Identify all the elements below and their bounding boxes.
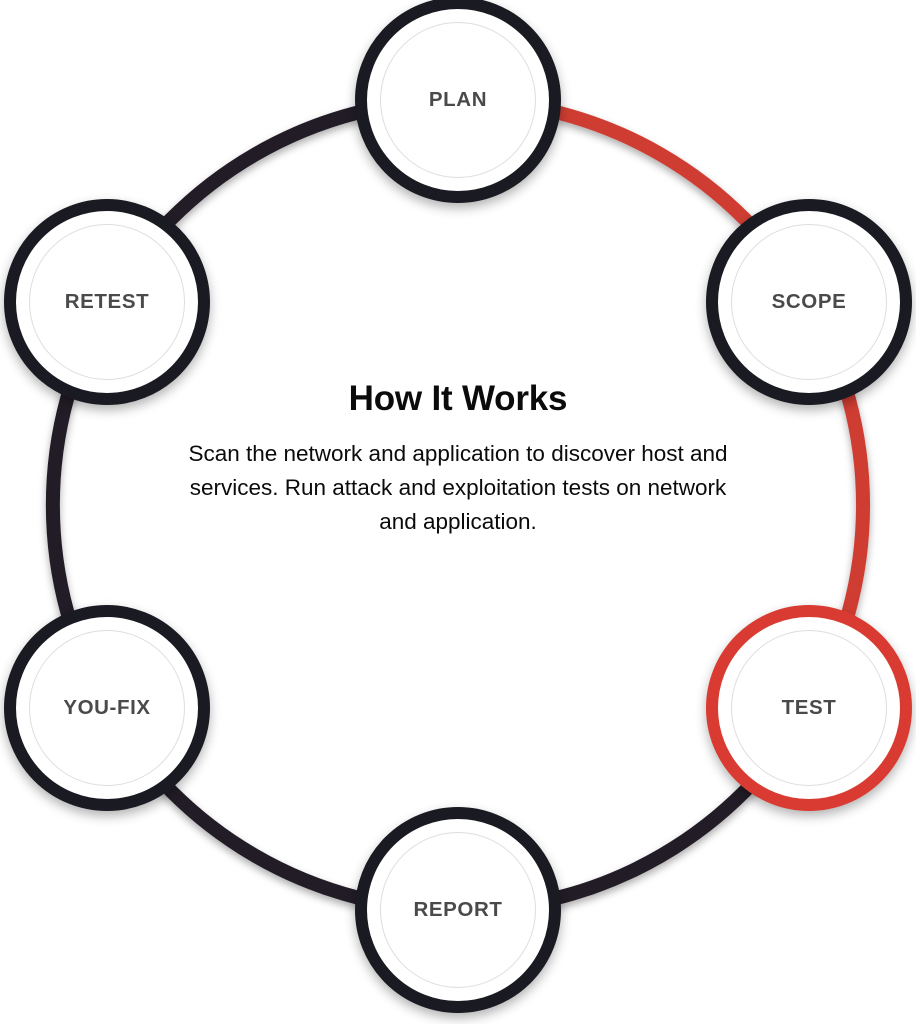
node-inner-ring-you-fix [29, 630, 185, 786]
node-inner-ring-report [380, 832, 536, 988]
cycle-node-label-you-fix: YOU-FIX [63, 696, 151, 719]
cycle-node-label-plan: PLAN [428, 88, 488, 111]
node-inner-ring-test [731, 630, 887, 786]
cycle-node-you-fix[interactable]: YOU-FIX [4, 605, 210, 811]
cycle-node-label-retest: RETEST [64, 290, 150, 313]
node-inner-ring-retest [29, 224, 185, 380]
cycle-node-label-scope: SCOPE [771, 290, 847, 313]
node-inner-ring-scope [731, 224, 887, 380]
cycle-node-scope[interactable]: SCOPE [706, 199, 912, 405]
cycle-node-test[interactable]: TEST [706, 605, 912, 811]
cycle-node-retest[interactable]: RETEST [4, 199, 210, 405]
cycle-node-report[interactable]: REPORT [355, 807, 561, 1013]
cycle-node-label-report: REPORT [413, 898, 503, 921]
node-inner-ring-plan [380, 22, 536, 178]
cycle-node-label-test: TEST [781, 696, 837, 719]
cycle-node-plan[interactable]: PLAN [355, 0, 561, 203]
